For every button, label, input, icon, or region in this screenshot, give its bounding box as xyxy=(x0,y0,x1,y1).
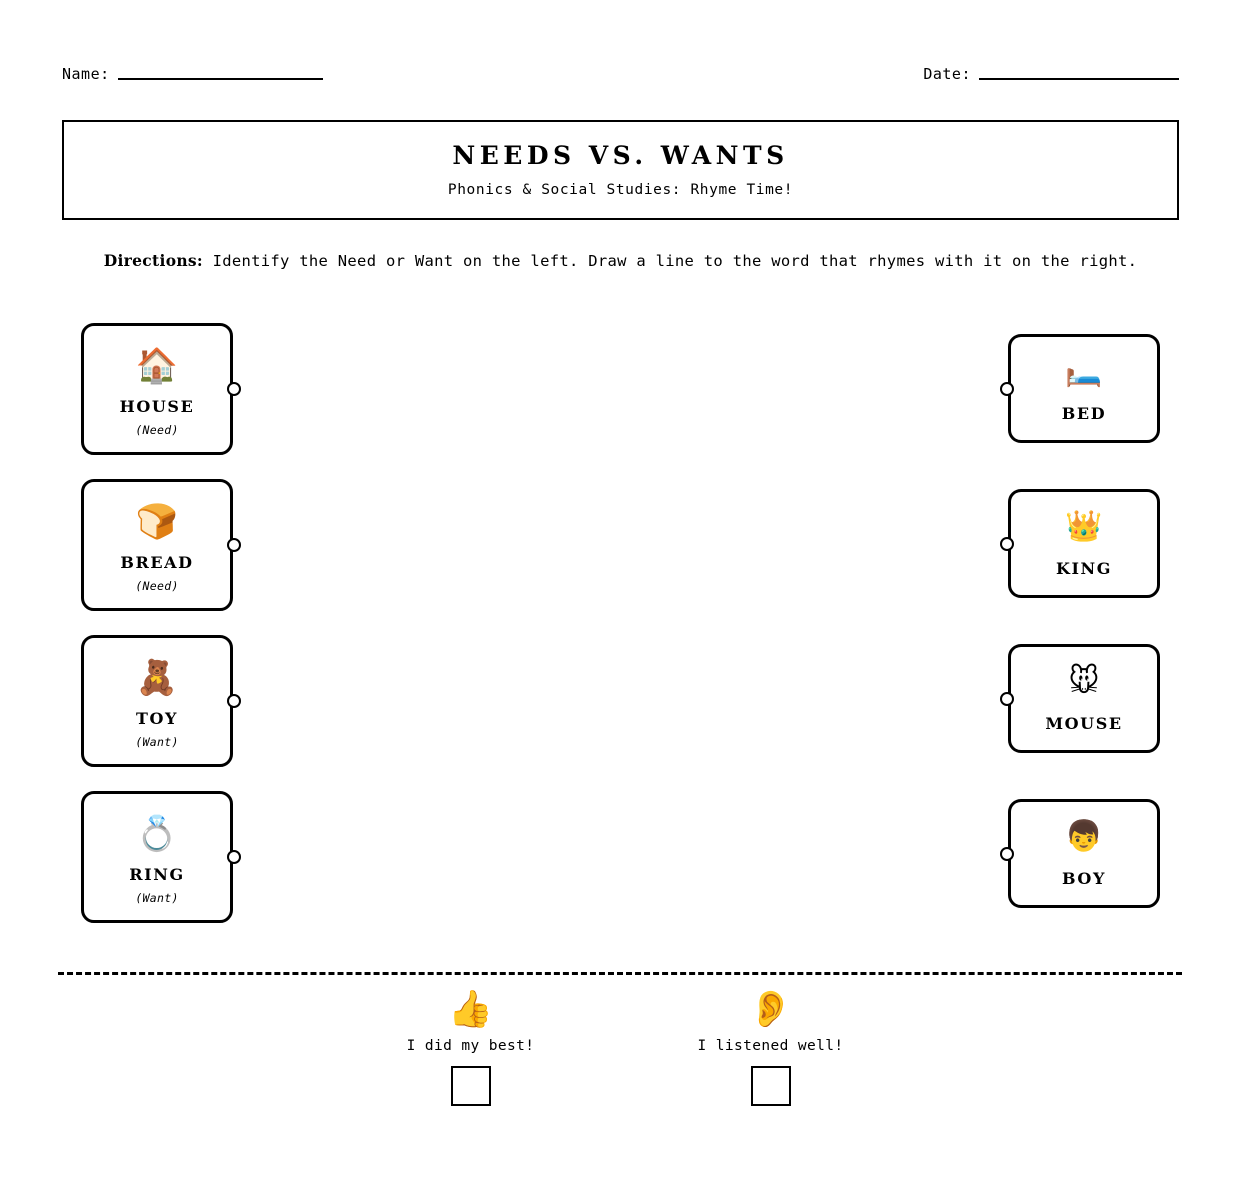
card-word: MOUSE xyxy=(1045,714,1123,733)
card-category-tag: (Want) xyxy=(135,890,179,905)
bed-emoji: 🛏️ xyxy=(1065,354,1103,389)
card-word: RING xyxy=(129,864,185,884)
self-assessment-item: 👍 I did my best! xyxy=(376,988,566,1106)
date-input-line[interactable] xyxy=(979,78,1179,80)
ear-emoji: 👂 xyxy=(748,989,793,1030)
title-banner: NEEDS VS. WANTS Phonics & Social Studies… xyxy=(62,120,1179,220)
match-card-right[interactable]: 👑 KING xyxy=(1000,489,1160,598)
house-emoji: 🏠 xyxy=(135,345,179,386)
section-divider xyxy=(58,972,1182,975)
connector-dot[interactable] xyxy=(227,382,241,396)
match-card-left[interactable]: 🧸 TOY (Want) xyxy=(81,635,241,767)
crown-emoji: 👑 xyxy=(1065,509,1103,544)
date-label: Date: xyxy=(923,65,971,83)
card-word: BOY xyxy=(1062,869,1106,888)
card-category-tag: (Need) xyxy=(135,422,179,437)
worksheet-subtitle: Phonics & Social Studies: Rhyme Time! xyxy=(447,182,794,199)
match-card-left[interactable]: 🏠 HOUSE (Need) xyxy=(81,323,241,455)
card-word: KING xyxy=(1055,559,1113,578)
card-word: BREAD xyxy=(120,552,194,572)
student-info-row: Name: Date: xyxy=(62,56,1179,82)
thumbs-up-emoji: 👍 xyxy=(448,989,493,1030)
connector-dot[interactable] xyxy=(1000,381,1014,396)
bread-emoji: 🍞 xyxy=(135,501,179,542)
connector-dot[interactable] xyxy=(1000,536,1014,551)
name-label: Name: xyxy=(62,65,110,83)
directions-text: Identify the Need or Want on the left. D… xyxy=(202,252,1138,270)
connector-dot[interactable] xyxy=(1000,691,1014,706)
name-input-line[interactable] xyxy=(117,78,323,80)
self-assessment-checkbox[interactable] xyxy=(750,1066,791,1106)
mouse-face-emoji: 🐭 xyxy=(1068,664,1100,699)
match-card-right[interactable]: 🐭 MOUSE xyxy=(1000,644,1160,753)
self-assessment-label: I listened well! xyxy=(697,1038,844,1054)
connector-dot[interactable] xyxy=(1000,846,1014,861)
teddy-bear-emoji: 🧸 xyxy=(135,657,179,698)
directions-label: Directions: xyxy=(103,251,203,270)
ring-emoji: 💍 xyxy=(135,813,179,854)
card-word: TOY xyxy=(135,708,179,728)
connector-dot[interactable] xyxy=(227,694,241,708)
date-field-group: Date: xyxy=(923,67,1179,82)
connector-dot[interactable] xyxy=(227,538,241,552)
self-assessment-checkbox[interactable] xyxy=(450,1066,491,1106)
self-assessment-label: I did my best! xyxy=(406,1038,535,1054)
connector-dot[interactable] xyxy=(227,850,241,864)
card-word: HOUSE xyxy=(119,396,195,416)
match-card-right[interactable]: 👦 BOY xyxy=(1000,799,1160,908)
directions-block: Directions: Identify the Need or Want on… xyxy=(62,250,1179,272)
right-column: 🛏️ BED 👑 KING 🐭 MOUSE 👦 BOY xyxy=(1000,323,1160,954)
left-column: 🏠 HOUSE (Need) 🍞 BREAD (Need) 🧸 TOY (Wan… xyxy=(81,323,241,947)
boy-emoji: 👦 xyxy=(1065,819,1103,854)
self-assessment-item: 👂 I listened well! xyxy=(676,988,866,1106)
match-card-right[interactable]: 🛏️ BED xyxy=(1000,334,1160,443)
card-category-tag: (Need) xyxy=(135,578,179,593)
card-word: BED xyxy=(1061,404,1107,423)
match-card-left[interactable]: 💍 RING (Want) xyxy=(81,791,241,923)
match-card-left[interactable]: 🍞 BREAD (Need) xyxy=(81,479,241,611)
self-assessment-row: 👍 I did my best! 👂 I listened well! xyxy=(0,988,1241,1106)
card-category-tag: (Want) xyxy=(135,734,179,749)
worksheet-title: NEEDS VS. WANTS xyxy=(452,140,789,170)
matching-activity: 🏠 HOUSE (Need) 🍞 BREAD (Need) 🧸 TOY (Wan… xyxy=(0,323,1241,923)
name-field-group: Name: xyxy=(62,67,323,82)
